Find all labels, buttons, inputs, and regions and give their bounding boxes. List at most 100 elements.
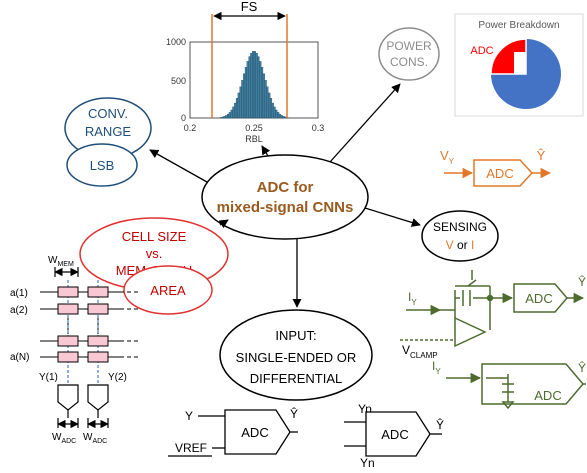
histogram-bar — [271, 102, 274, 119]
x-tick-0.3: 0.3 — [312, 123, 325, 133]
histogram-bar — [253, 51, 256, 119]
memory-cell — [57, 351, 79, 363]
row-label-a1: a(1) — [10, 288, 28, 299]
pie-adc-inner — [514, 52, 526, 74]
histogram-bar — [264, 80, 267, 119]
center-line2: mixed-signal CNNs — [217, 199, 354, 216]
histogram-bar — [237, 92, 240, 119]
power-section: POWER CONS. Power Breakdown ADC — [378, 13, 584, 117]
tia-switch-arm — [467, 279, 477, 287]
arrow-to-cell — [218, 219, 229, 229]
center-line1: ADC for — [257, 179, 314, 196]
histogram-bar — [225, 115, 228, 119]
conv-line1: CONV. — [88, 106, 128, 121]
iadc-symbol — [481, 363, 584, 405]
memory-cell — [87, 335, 109, 347]
x-tick-0.2: 0.2 — [184, 123, 197, 133]
histogram-bar — [230, 109, 233, 119]
histogram-bar — [284, 116, 287, 119]
y-tick-0: 0 — [181, 113, 186, 123]
col-label-y2: Y(2) — [108, 372, 127, 383]
histogram-bar — [257, 56, 260, 119]
histogram-bar — [226, 113, 230, 119]
histogram-bar — [239, 86, 242, 119]
histogram-bar — [232, 106, 235, 119]
wmem-label: WMEM — [48, 255, 74, 268]
iadc-iy-label: IY — [432, 359, 441, 376]
fs-label: FS — [241, 0, 258, 14]
tia-circuit: IY VCLAMP ADC Ŷ — [400, 270, 586, 360]
memory-cell — [57, 335, 79, 347]
y-tick-500: 500 — [171, 76, 186, 86]
cell-section: CELL SIZE vs. MEM. PITCH AREA — [79, 217, 229, 315]
se-in-label: Y — [185, 409, 193, 423]
array-rows — [40, 280, 138, 385]
memory-cell — [87, 351, 109, 363]
histogram-bar — [228, 112, 231, 119]
histogram: FS 1000 500 0 0.2 0.25 0.3 RBL — [166, 0, 324, 144]
histogram-bar — [261, 67, 264, 119]
arrow-to-power — [329, 83, 401, 163]
histogram-bar — [252, 51, 255, 119]
histogram-bar — [234, 102, 237, 119]
se-adc-label: ADC — [241, 425, 268, 440]
histogram-bar — [219, 117, 222, 119]
arrow-to-conv — [149, 149, 208, 183]
histogram-bar — [223, 116, 226, 119]
histogram-bars — [219, 51, 289, 119]
histogram-bar — [243, 73, 246, 119]
differential-adc: Yp Yn ADC Ŷ — [344, 402, 444, 470]
center-bubble — [201, 154, 369, 240]
x-tick-0.25: 0.25 — [245, 123, 263, 133]
power-line2: CONS. — [390, 55, 428, 69]
power-chart-title: Power Breakdown — [478, 20, 559, 31]
histogram-bar — [275, 109, 278, 119]
sensing-line1: SENSING — [433, 220, 487, 234]
tia-adc-label: ADC — [525, 291, 552, 306]
cell-line2: vs. — [146, 246, 163, 261]
col-label-y1: Y(1) — [39, 372, 58, 383]
histogram-bar — [244, 67, 247, 119]
yhat-orange: Ŷ — [537, 148, 546, 163]
input-section: INPUT: SINGLE-ENDED OR DIFFERENTIAL — [219, 309, 373, 401]
power-line1: POWER — [386, 39, 432, 53]
current-adc-circuit: IY ADC Ŷ — [432, 359, 586, 410]
diff-n-label: Yn — [360, 456, 375, 470]
area-bubble — [123, 265, 213, 315]
se-yhat: Ŷ — [290, 406, 298, 421]
input-line1: INPUT: — [275, 328, 316, 343]
histogram-bar — [269, 98, 273, 119]
tia-yhat: Ŷ — [578, 274, 586, 289]
orange-adc-group: VY ADC Ŷ — [440, 148, 552, 187]
memory-cell — [57, 286, 79, 298]
col-adc-1 — [57, 384, 79, 411]
input-line2: SINGLE-ENDED OR — [236, 350, 357, 365]
sensing-section: SENSING V or I — [421, 210, 499, 262]
cell-line1: CELL SIZE — [122, 229, 187, 244]
histogram-bar — [250, 52, 253, 119]
histogram-bar — [280, 115, 283, 119]
col-adc-2 — [87, 384, 109, 411]
tia-adc-symbol — [513, 283, 568, 313]
orange-adc-label: ADC — [486, 166, 513, 181]
iadc-ground — [501, 401, 515, 410]
histogram-bar — [278, 113, 282, 119]
conv-line2: RANGE — [85, 124, 132, 139]
histogram-bar — [246, 61, 249, 119]
sensing-line2: V or I — [446, 238, 475, 252]
histogram-bar — [259, 61, 262, 119]
se-ref-label: VREF — [175, 441, 207, 455]
histogram-bar — [235, 98, 239, 119]
sensing-bubble — [421, 210, 499, 262]
area-label: AREA — [150, 283, 186, 298]
input-bubble — [219, 309, 373, 401]
vy-label: VY — [440, 148, 455, 166]
input-line3: DIFFERENTIAL — [250, 371, 342, 386]
conv-section: CONV. RANGE LSB — [64, 97, 152, 187]
x-axis-label: RBL — [245, 134, 263, 144]
se-adc-symbol — [224, 409, 291, 455]
tia-opamp — [454, 316, 487, 348]
histogram-bar — [221, 116, 224, 119]
histogram-bar — [266, 86, 269, 119]
